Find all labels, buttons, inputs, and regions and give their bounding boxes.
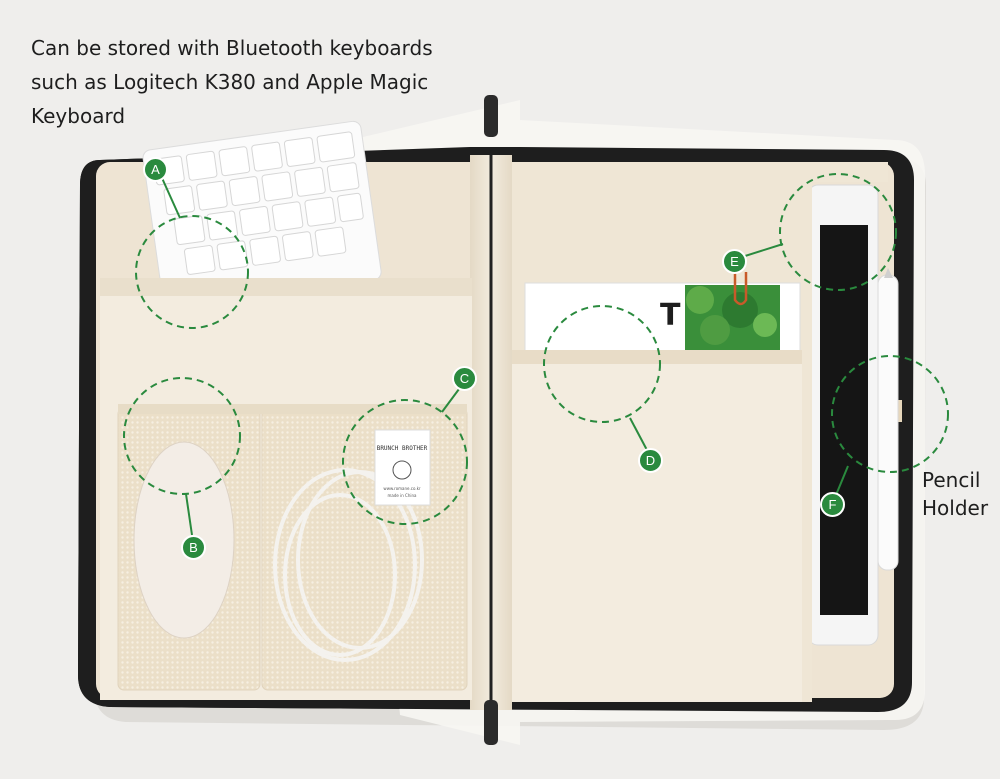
callout-circle-f: [831, 355, 949, 473]
cable: [273, 468, 424, 662]
tag-site: www.romane.co.kr: [383, 486, 421, 491]
caption-line-3: Keyboard: [31, 104, 126, 128]
callout-marker-b: B: [181, 535, 206, 560]
tag-brand: BRUNCH BROTHER: [377, 445, 428, 452]
tag-origin: made in China: [388, 493, 418, 498]
callout-marker-c: C: [452, 366, 477, 391]
svg-text:T: T: [660, 298, 681, 333]
pencil-holder-label-line-2: Holder: [922, 496, 989, 520]
pencil-holder-label: Pencil Holder: [922, 466, 988, 522]
pencil: [877, 274, 899, 571]
pencil-holder-label-line-1: Pencil: [922, 468, 981, 492]
callout-circle-e: [779, 173, 897, 291]
callout-circle-b: [123, 377, 241, 495]
callout-marker-d: D: [638, 448, 663, 473]
caption-line-2: such as Logitech K380 and Apple Magic: [31, 70, 429, 94]
caption-line-1: Can be stored with Bluetooth keyboards: [31, 36, 433, 60]
keyboard: [142, 120, 382, 309]
callout-circle-a: [135, 215, 249, 329]
caption: Can be stored with Bluetooth keyboards s…: [31, 31, 471, 133]
callout-circle-d: [543, 305, 661, 423]
callout-marker-e: E: [722, 249, 747, 274]
callout-marker-f: F: [820, 492, 845, 517]
callout-circle-c: [342, 399, 468, 525]
callout-marker-a: A: [143, 157, 168, 182]
